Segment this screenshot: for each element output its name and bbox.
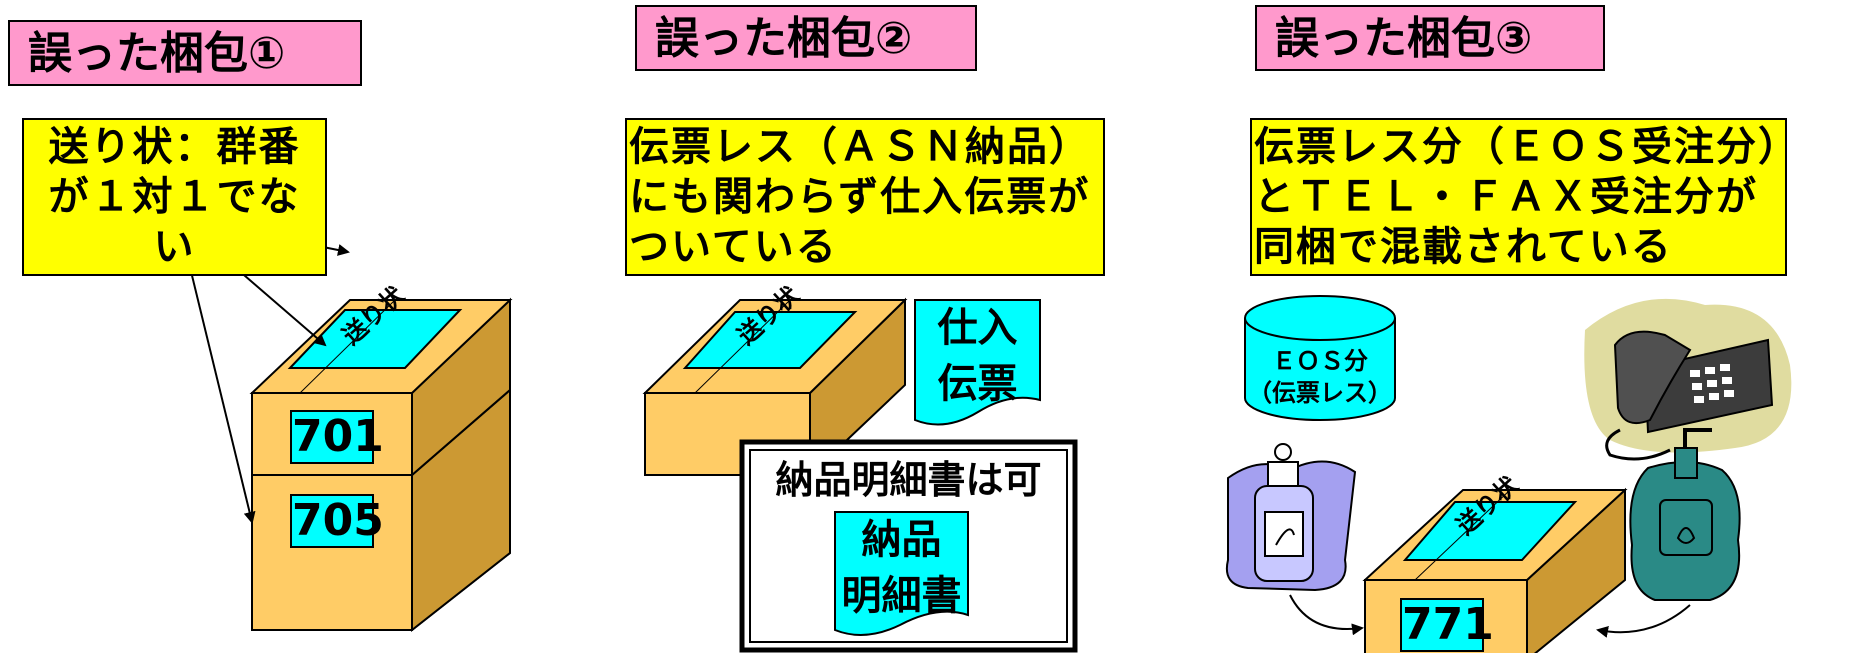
pump-bottle-icon (1629, 428, 1741, 601)
panel1-callout-line1: 送り状：群番 (48, 124, 301, 170)
panel2-callout: 伝票レス（ＡＳＮ納品） にも関わらず仕入伝票が ついている (625, 118, 1105, 276)
single-box (642, 297, 908, 478)
panel3-callout-line1: 伝票レス分（ＥＯＳ受注分） (1254, 124, 1800, 170)
panel3-arrows (1289, 594, 1691, 638)
eos-label-line2: （伝票レス） (1248, 379, 1392, 407)
purchase-slip-text: 仕入 伝票 (915, 300, 1040, 412)
delivery-note-line2: 明細書 (841, 573, 962, 619)
eos-label-line1: ＥＯＳ分 (1272, 347, 1368, 375)
panel1-title: 誤った梱包① (8, 20, 362, 86)
shipping-label (287, 309, 463, 369)
eos-database-icon (1244, 295, 1396, 421)
mixed-box (1362, 487, 1628, 653)
panel3-callout: 伝票レス分（ＥＯＳ受注分） とＴＥＬ・ＦＡＸ受注分が 同梱で混載されている (1250, 118, 1800, 276)
box-number-705: 705 (290, 494, 384, 548)
stacked-boxes (249, 297, 513, 633)
delivery-note-text: 納品 明細書 (835, 512, 968, 624)
eos-label: ＥＯＳ分 （伝票レス） (1245, 345, 1395, 409)
purchase-slip-line1: 仕入 (937, 305, 1018, 351)
delivery-note-document (834, 511, 969, 636)
panel1-callout-line2: が１対１でない (48, 174, 301, 270)
panel2-callout-line2: にも関わらず仕入伝票が (629, 174, 1091, 220)
panel3-callout-line3: 同梱で混載されている (1254, 224, 1673, 270)
purchase-slip-document (914, 299, 1041, 426)
shipping-label (682, 311, 858, 369)
delivery-note-line1: 納品 (861, 517, 942, 563)
box-number-701: 701 (290, 410, 384, 464)
shipping-label (1402, 501, 1578, 561)
panel2-callout-line3: ついている (629, 224, 838, 270)
box-bottom (251, 387, 511, 633)
panel3-callout-line2: とＴＥＬ・ＦＡＸ受注分が (1254, 174, 1758, 220)
panel3-title: 誤った梱包③ (1255, 5, 1605, 71)
purchase-slip-line2: 伝票 (937, 361, 1018, 407)
lotion-bottle-icon (1226, 443, 1357, 592)
box-top (249, 297, 513, 478)
box-number-771: 771 (1400, 598, 1494, 652)
panel2-title: 誤った梱包② (635, 5, 977, 71)
delivery-note-caption: 納品明細書は可 (775, 458, 1042, 502)
panel2-callout-line1: 伝票レス（ＡＳＮ納品） (629, 124, 1091, 170)
panel1-callout: 送り状：群番 が１対１でない (22, 118, 327, 276)
telephone-icon (1584, 298, 1792, 461)
